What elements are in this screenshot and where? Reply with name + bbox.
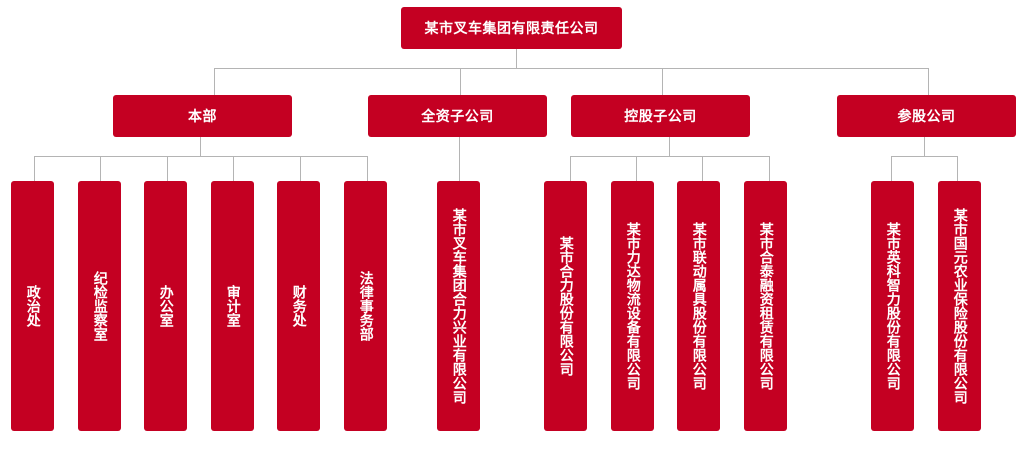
org-group-headquarters: 本部 xyxy=(113,95,292,137)
connector-group-2-bus xyxy=(570,156,770,157)
connector-group-3-bus xyxy=(891,156,958,157)
connector-to-group-1 xyxy=(460,68,461,95)
connector-group-0-down xyxy=(200,137,201,156)
org-leaf-department: 办公室 xyxy=(144,181,187,431)
org-leaf-department: 财务处 xyxy=(277,181,320,431)
connector-leaf xyxy=(891,156,892,181)
connector-leaf xyxy=(367,156,368,181)
connector-leaf xyxy=(100,156,101,181)
connector-leaf xyxy=(233,156,234,181)
connector-leaf xyxy=(570,156,571,181)
org-leaf-department: 纪检监察室 xyxy=(78,181,121,431)
connector-level1-bus xyxy=(214,68,929,69)
org-leaf-company: 某市合泰融资租赁有限公司 xyxy=(744,181,787,431)
connector-to-group-3 xyxy=(928,68,929,95)
connector-leaf xyxy=(957,156,958,181)
org-leaf-company: 某市国元农业保险股份有限公司 xyxy=(938,181,981,431)
org-group-equity-participation: 参股公司 xyxy=(837,95,1016,137)
connector-leaf xyxy=(702,156,703,181)
org-leaf-company: 某市力达物流设备有限公司 xyxy=(611,181,654,431)
org-group-holding: 控股子公司 xyxy=(571,95,750,137)
org-root-node: 某市叉车集团有限责任公司 xyxy=(401,7,622,49)
connector-leaf xyxy=(636,156,637,181)
connector-leaf xyxy=(300,156,301,181)
org-group-wholly-owned: 全资子公司 xyxy=(368,95,547,137)
connector-group-1-down xyxy=(459,137,460,181)
connector-leaf xyxy=(167,156,168,181)
org-leaf-department: 法律事务部 xyxy=(344,181,387,431)
org-leaf-department: 审计室 xyxy=(211,181,254,431)
connector-leaf xyxy=(34,156,35,181)
org-leaf-company: 某市联动属具股份有限公司 xyxy=(677,181,720,431)
connector-to-group-0 xyxy=(214,68,215,95)
connector-leaf xyxy=(769,156,770,181)
connector-root-down xyxy=(516,49,517,68)
connector-to-group-2 xyxy=(662,68,663,95)
connector-group-0-bus xyxy=(34,156,368,157)
org-leaf-company: 某市合力股份有限公司 xyxy=(544,181,587,431)
org-leaf-company: 某市英科智力股份有限公司 xyxy=(871,181,914,431)
org-leaf-company: 某市叉车集团合力兴业有限公司 xyxy=(437,181,480,431)
connector-group-3-down xyxy=(924,137,925,156)
org-leaf-department: 政治处 xyxy=(11,181,54,431)
connector-group-2-down xyxy=(669,137,670,156)
